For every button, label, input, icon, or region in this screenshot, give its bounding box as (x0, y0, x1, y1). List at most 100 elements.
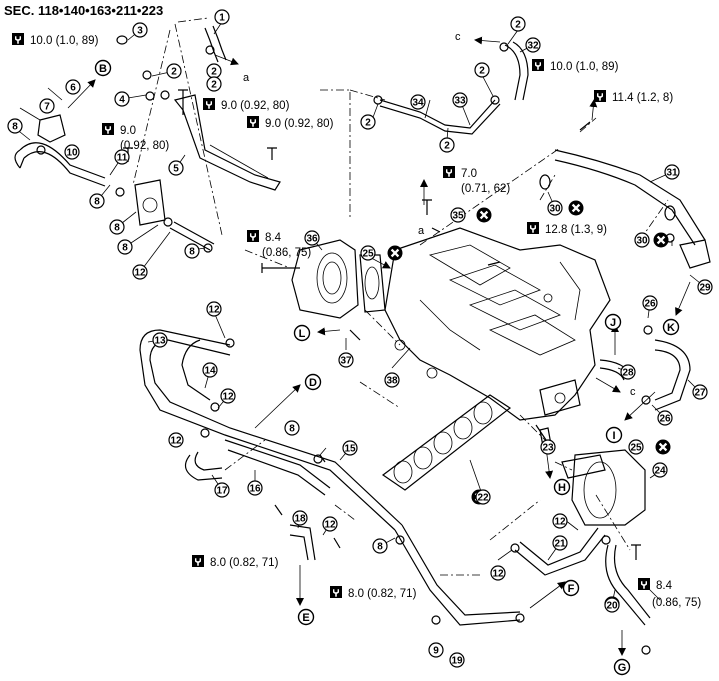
svg-text:16: 16 (249, 484, 261, 495)
torque-spec-4: 9.0 (0.92, 80) (265, 118, 334, 130)
callout-1: 1 (214, 9, 230, 25)
callout-28: 28 (620, 364, 636, 380)
callout-16: 16 (247, 480, 263, 496)
callout-23: 23 (540, 439, 556, 455)
callout-7: 7 (39, 98, 55, 114)
callout-8: 8 (372, 538, 388, 554)
callout-27: 27 (692, 384, 708, 400)
torque-spec-1: 10.0 (1.0, 89) (30, 35, 99, 47)
svg-text:B: B (99, 63, 107, 75)
callout-8: 8 (7, 118, 23, 134)
torque-spec-8-value: 8.4 (265, 232, 282, 244)
callout-30: 30 (547, 200, 563, 216)
callout-26: 26 (642, 295, 658, 311)
connection-ref-a: a (418, 225, 425, 237)
svg-text:24: 24 (654, 466, 666, 477)
torque-spec-2: 9.0 (0.92, 80) (221, 100, 290, 112)
svg-text:2: 2 (479, 66, 485, 77)
callout-8: 8 (117, 239, 133, 255)
svg-text:22: 22 (477, 493, 489, 504)
callout-33: 33 (452, 92, 468, 108)
svg-text:2: 2 (211, 67, 217, 78)
callout-29: 29 (697, 279, 713, 295)
svg-text:5: 5 (173, 164, 179, 175)
svg-text:2: 2 (444, 141, 450, 152)
callout-18: 18 (292, 510, 308, 526)
clamps (36, 35, 676, 655)
svg-text:8: 8 (12, 122, 18, 133)
torque-spec-11: 8.0 (0.82, 71) (348, 588, 417, 600)
svg-text:34: 34 (412, 98, 424, 109)
replace-mark-icon (567, 199, 585, 217)
callout-12: 12 (168, 432, 184, 448)
callout-15: 15 (342, 440, 358, 456)
torque-spec-5: 10.0 (1.0, 89) (550, 61, 619, 73)
view-letter-E: E (297, 608, 315, 626)
svg-text:2: 2 (515, 20, 521, 31)
callout-36: 36 (304, 230, 320, 246)
svg-text:E: E (302, 612, 309, 624)
connection-ref-c: c (455, 31, 461, 43)
view-letter-I: I (605, 426, 623, 444)
svg-text:18: 18 (294, 514, 306, 525)
callout-32: 32 (525, 37, 541, 53)
callout-11: 11 (114, 149, 130, 165)
callout-25: 25 (628, 439, 644, 455)
svg-text:20: 20 (606, 601, 618, 612)
svg-text:26: 26 (659, 414, 671, 425)
svg-text:25: 25 (630, 443, 642, 454)
callout-12: 12 (206, 301, 222, 317)
callout-35: 35 (450, 207, 466, 223)
svg-text:13: 13 (154, 336, 166, 347)
callout-6: 6 (65, 79, 81, 95)
svg-text:10: 10 (66, 148, 78, 159)
svg-text:8: 8 (94, 197, 100, 208)
callout-21: 21 (552, 535, 568, 551)
torque-spec-9: 12.8 (1.3, 9) (545, 224, 607, 236)
callout-34: 34 (410, 94, 426, 110)
callout-14: 14 (202, 362, 218, 378)
torque-spec-12-value: 8.4 (656, 580, 673, 592)
svg-text:4: 4 (119, 95, 125, 106)
svg-text:1: 1 (219, 13, 225, 24)
callout-2: 2 (510, 16, 526, 32)
callout-12: 12 (220, 388, 236, 404)
svg-text:D: D (309, 377, 317, 389)
replace-mark-icon (654, 438, 672, 456)
svg-text:6: 6 (70, 83, 76, 94)
svg-text:8: 8 (377, 542, 383, 553)
torque-spec-8-detail: (0.86, 75) (262, 247, 311, 259)
callout-8: 8 (89, 193, 105, 209)
svg-text:12: 12 (134, 268, 146, 279)
replace-mark-icon (475, 206, 493, 224)
svg-text:29: 29 (699, 283, 711, 294)
view-letter-L: L (293, 324, 311, 342)
callout-19: 19 (449, 652, 465, 668)
torque-spec-10: 8.0 (0.82, 71) (210, 557, 279, 569)
svg-text:12: 12 (222, 392, 234, 403)
svg-text:14: 14 (204, 366, 216, 377)
svg-text:G: G (618, 662, 627, 674)
svg-text:9: 9 (433, 646, 439, 657)
callout-17: 17 (214, 482, 230, 498)
svg-text:11: 11 (117, 153, 128, 164)
svg-text:19: 19 (451, 656, 463, 667)
svg-text:3: 3 (137, 26, 143, 37)
svg-text:8: 8 (289, 424, 295, 435)
callout-20: 20 (604, 597, 620, 613)
callout-3: 3 (132, 22, 148, 38)
callout-2: 2 (206, 76, 222, 92)
callout-4: 4 (114, 91, 130, 107)
direction-arrows (67, 36, 691, 656)
callout-24: 24 (652, 462, 668, 478)
callout-31: 31 (664, 164, 680, 180)
callout-12: 12 (132, 264, 148, 280)
torque-spec-3-detail: (0.92, 80) (120, 140, 169, 152)
replace-mark-icon (386, 244, 404, 262)
svg-text:12: 12 (170, 436, 182, 447)
callout-12: 12 (552, 513, 568, 529)
bolts (123, 89, 641, 560)
section-title: SEC. 118•140•163•211•223 (4, 3, 163, 18)
